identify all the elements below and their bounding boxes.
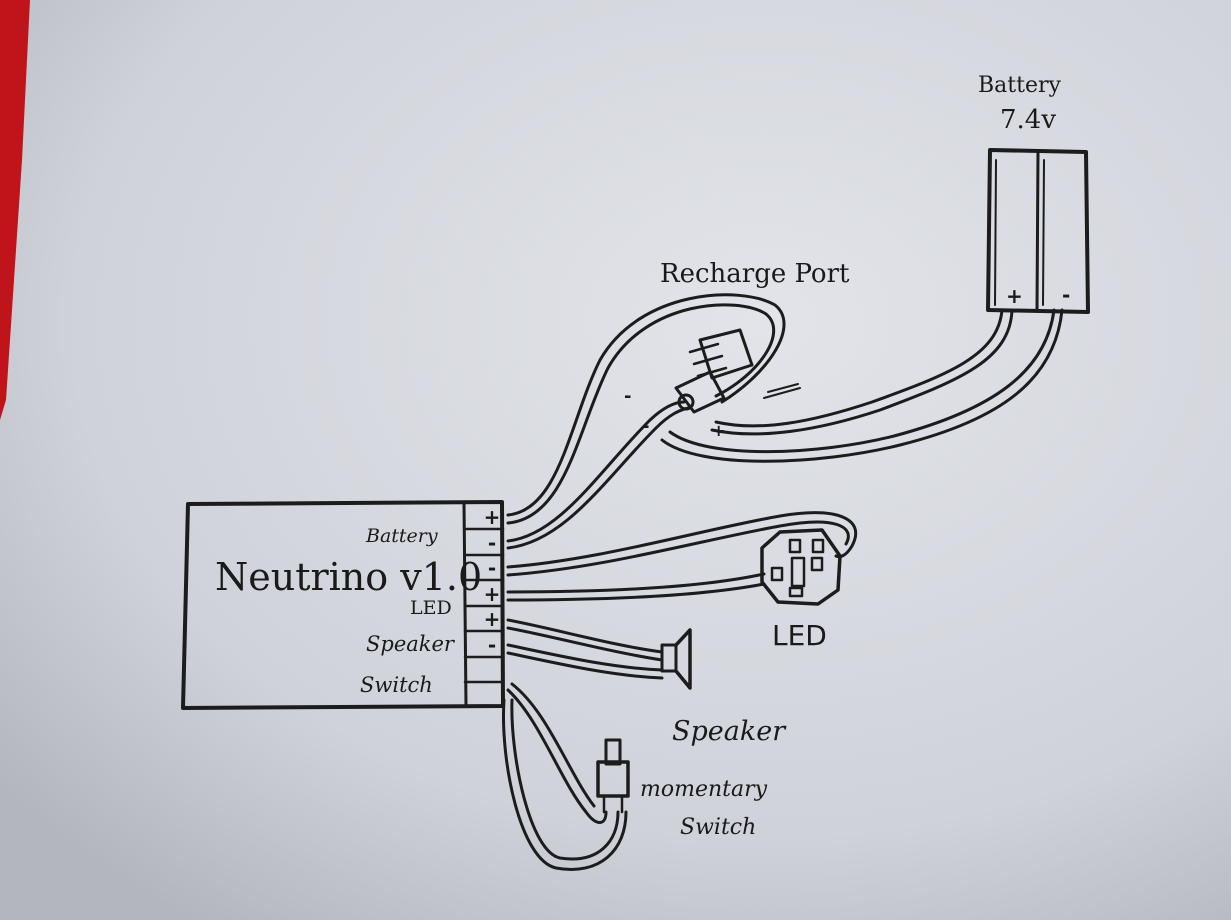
battery-pack: [986, 148, 1090, 314]
wire-switch-a: [506, 688, 608, 824]
speaker-label: Speaker: [672, 716, 787, 747]
board-label-speaker: Speaker: [366, 632, 456, 656]
wire-switch-b: [502, 698, 628, 871]
recharge-port-label: Recharge Port: [660, 259, 850, 289]
terminal-sign: -: [488, 633, 496, 657]
wire-led-a: [506, 511, 858, 569]
wires: [502, 293, 1064, 871]
port-sign: -: [624, 386, 631, 407]
wire-port-to-board-minus: [506, 400, 686, 543]
terminal-sign: -: [488, 531, 496, 555]
terminal-sign: +: [484, 505, 501, 529]
battery-label: Battery: [978, 73, 1062, 98]
terminal-sign: +: [484, 582, 501, 606]
led-component: [760, 528, 842, 606]
battery-plus-sign: +: [1006, 284, 1023, 308]
board-label-battery: Battery: [365, 525, 438, 547]
wire-led-b: [506, 572, 766, 594]
speaker-component: [660, 628, 692, 690]
wire-speaker-a: [506, 618, 664, 654]
board-label-led: LED: [410, 597, 452, 619]
port-sign: -: [642, 416, 649, 437]
momentary-switch-component: [596, 738, 630, 814]
battery-minus-sign: -: [1062, 283, 1070, 307]
board-title: Neutrino v1.0: [215, 555, 482, 599]
terminal-sign: -: [488, 556, 496, 580]
terminal-sign: +: [484, 607, 501, 631]
switch-label-line1: momentary: [640, 777, 768, 802]
wire-speaker-b: [506, 643, 664, 672]
wire-battery-plus: [710, 308, 1014, 436]
battery-voltage-label: 7.4v: [1000, 105, 1056, 135]
board-label-switch: Switch: [360, 673, 433, 697]
led-label: LED: [772, 619, 827, 652]
wire-port-to-board-plus: [506, 293, 786, 517]
red-binder-edge: [0, 0, 30, 420]
wire-battery-minus: [660, 308, 1064, 463]
switch-label-line2: Switch: [680, 815, 756, 840]
